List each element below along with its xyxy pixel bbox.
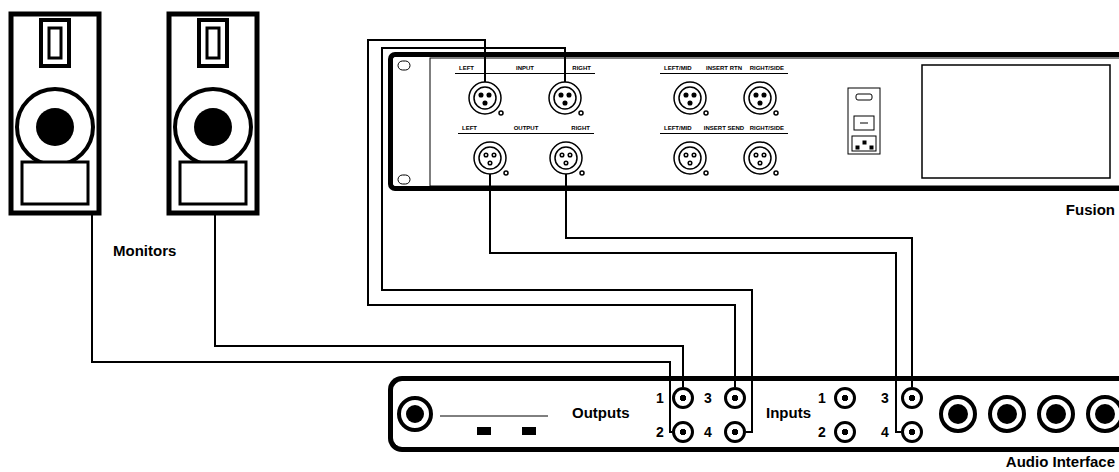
interface-box: Audio Interface13241324OutputsInputs: [388, 376, 1119, 452]
interface-front: [399, 397, 1119, 435]
jack-circle: [672, 387, 694, 409]
jack-socket: 1: [656, 387, 694, 409]
monitors-box: Monitors: [9, 12, 259, 264]
section-box: LEFT/MID INSERT RTN RIGHT/SIDE: [660, 64, 788, 118]
rack-box: FusionLEFTINPUTRIGHTLEFT/MIDINSERT RTNRI…: [388, 52, 1119, 191]
jack-number: 3: [881, 389, 889, 407]
panel-label: INSERT SEND: [703, 124, 745, 132]
jack-circle: [724, 387, 746, 409]
jack-number: 4: [881, 423, 889, 441]
audio-cable: [566, 174, 912, 387]
section-box: LEFT/MID INSERT SEND RIGHT/SIDE: [660, 124, 788, 178]
panel-label: RIGHT/SIDE: [749, 124, 785, 132]
jack-number: 4: [704, 423, 712, 441]
jack-circle: [834, 421, 856, 443]
section-box: LEFT OUTPUT RIGHT: [458, 124, 594, 178]
jack-socket: 4: [881, 421, 923, 443]
panel-label: LEFT: [461, 124, 478, 132]
device-label: Audio Interface: [1006, 454, 1115, 469]
panel-label: RIGHT: [571, 64, 592, 72]
panel-label-strip: LEFT/MID INSERT SEND RIGHT/SIDE: [660, 124, 788, 134]
audio-cable: [382, 48, 752, 432]
speaker-left: [11, 14, 99, 213]
jack-circle: [724, 421, 746, 443]
jack-number: 2: [656, 423, 664, 441]
device-label: Monitors: [113, 243, 176, 259]
panel-label: LEFT/MID: [663, 124, 693, 132]
jack-circle: [672, 421, 694, 443]
port-group-label: Inputs: [766, 405, 811, 421]
panel-label: OUTPUT: [513, 124, 540, 132]
panel-label: LEFT/MID: [663, 64, 693, 72]
panel-label: RIGHT/SIDE: [749, 64, 785, 72]
audio-cable: [368, 40, 735, 387]
jack-socket: 1: [818, 387, 856, 409]
jack-socket: 3: [704, 387, 746, 409]
panel-label-strip: LEFT OUTPUT RIGHT: [458, 124, 594, 134]
jack-socket: 2: [818, 421, 856, 443]
jack-socket: 3: [881, 387, 923, 409]
jack-number: 1: [818, 389, 826, 407]
jack-circle: [901, 387, 923, 409]
device-label: Fusion: [1066, 202, 1115, 218]
panel-label: INPUT: [515, 64, 535, 72]
jack-number: 1: [656, 389, 664, 407]
panel-label: INSERT RTN: [705, 64, 743, 72]
panel-label-strip: LEFT INPUT RIGHT: [455, 64, 595, 74]
section-box: LEFT INPUT RIGHT: [455, 64, 595, 118]
xlr-jacks: [469, 82, 778, 175]
jack-socket: 2: [656, 421, 694, 443]
port-group-label: Outputs: [572, 405, 630, 421]
jack-socket: 4: [704, 421, 746, 443]
panel-label: RIGHT: [570, 124, 591, 132]
jack-number: 3: [704, 389, 712, 407]
panel-label-strip: LEFT/MID INSERT RTN RIGHT/SIDE: [660, 64, 788, 74]
jack-number: 2: [818, 423, 826, 441]
jack-circle: [901, 421, 923, 443]
audio-cable: [490, 174, 901, 432]
jack-circle: [834, 387, 856, 409]
panel-label: LEFT: [458, 64, 475, 72]
fusion-panel: [398, 58, 1119, 186]
speaker-right: [169, 14, 257, 213]
